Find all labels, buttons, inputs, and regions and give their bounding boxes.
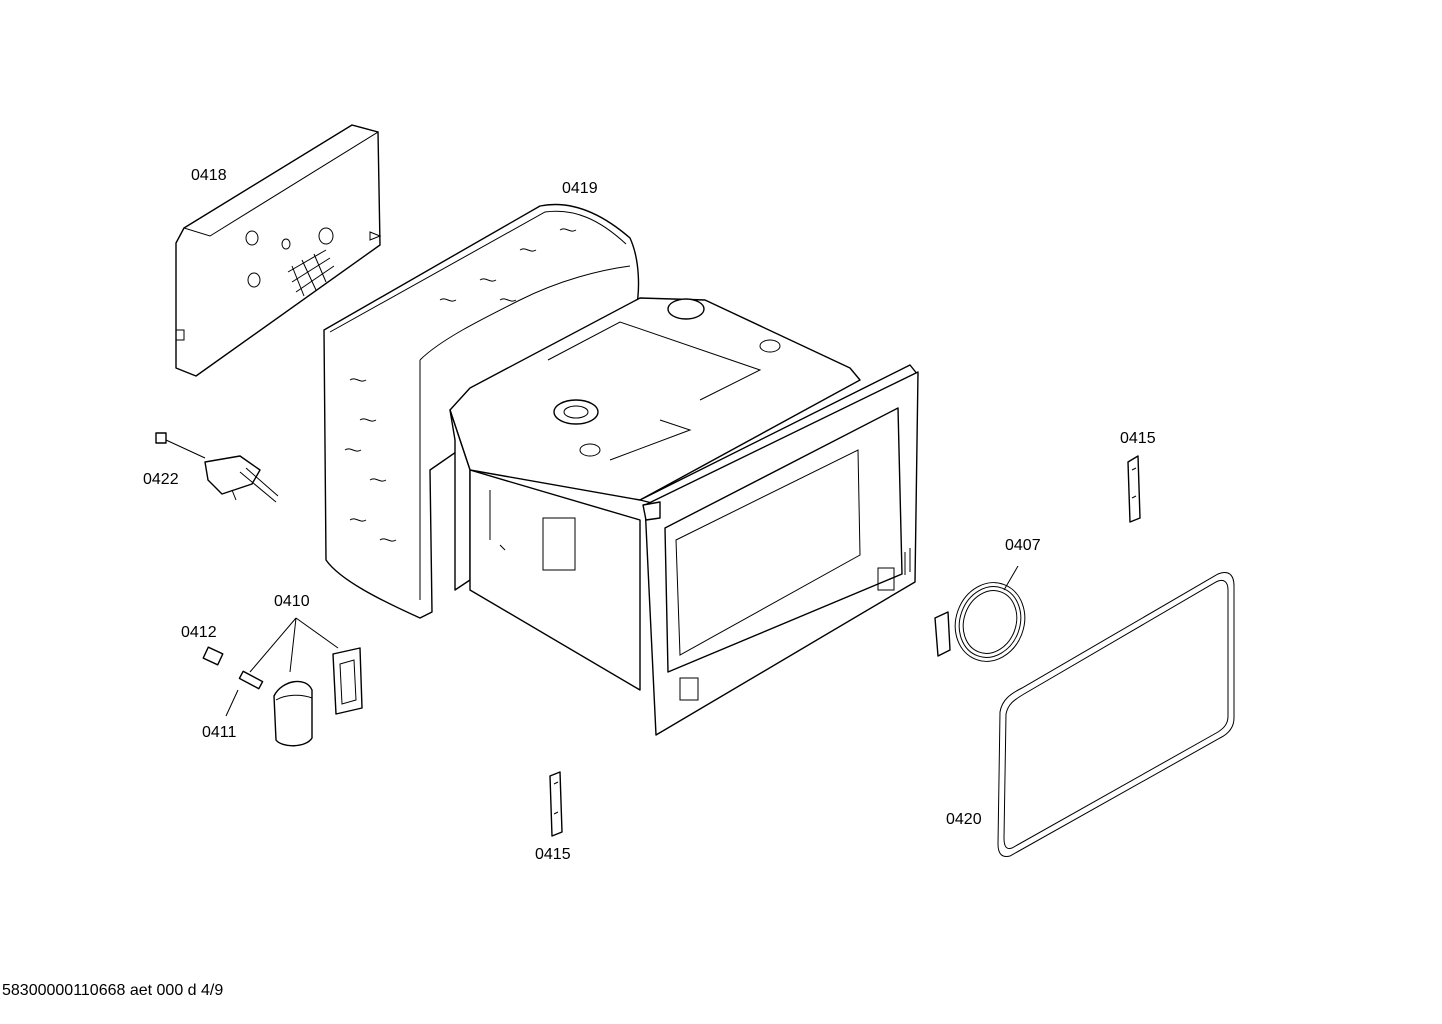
label-0415-bottom: 0415 bbox=[535, 846, 571, 863]
label-0419: 0419 bbox=[562, 180, 598, 197]
label-0415-right: 0415 bbox=[1120, 430, 1156, 447]
document-code: 58300000110668 aet 000 d 4/9 bbox=[2, 982, 224, 999]
part-0415-hinge-right bbox=[1127, 455, 1141, 523]
label-0422: 0422 bbox=[143, 471, 179, 488]
label-0407: 0407 bbox=[1005, 537, 1041, 554]
oven-muffle bbox=[449, 297, 919, 736]
label-0412: 0412 bbox=[181, 624, 217, 641]
label-0420: 0420 bbox=[946, 811, 982, 828]
label-0411: 0411 bbox=[202, 724, 237, 741]
part-0415-hinge-bottom bbox=[549, 771, 563, 837]
part-0407-ring-heater bbox=[934, 565, 1026, 662]
part-0418-rear-panel bbox=[175, 124, 382, 377]
part-0410-lamp-assembly bbox=[202, 617, 363, 747]
label-0418: 0418 bbox=[191, 167, 227, 184]
part-0422-sensor bbox=[155, 432, 279, 503]
part-0420-door-gasket bbox=[997, 572, 1235, 857]
label-0410: 0410 bbox=[274, 593, 310, 610]
